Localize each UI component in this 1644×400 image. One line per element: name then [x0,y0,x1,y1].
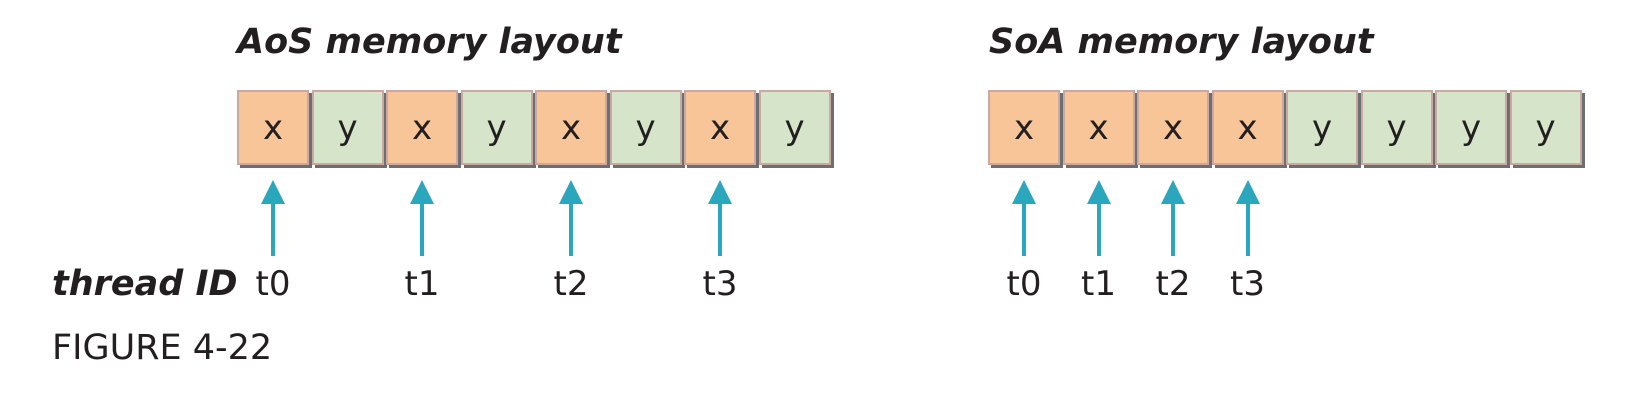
aos-thread-id: t3 [702,264,738,304]
soa-title: SoA memory layout [989,22,1374,62]
figure-caption: FIGURE 4-22 [52,328,273,368]
soa-cell-y: y [1286,90,1358,165]
soa-thread-id: t2 [1155,264,1191,304]
soa-cell-x: x [1137,90,1209,165]
soa-thread-arrow-t2 [1161,180,1185,256]
aos-cell-x: x [684,90,756,165]
soa-thread-arrow-t3 [1235,180,1260,256]
aos-thread-id: t2 [553,264,589,304]
aos-cell-x: x [535,90,607,165]
soa-cell-x: x [1062,90,1135,165]
aos-cell-y: y [609,90,682,165]
soa-thread-arrow-t1 [1086,180,1111,256]
aos-cell-x: x [237,90,309,165]
aos-thread-id: t0 [255,264,291,304]
soa-cell-x: x [1211,90,1284,165]
soa-thread-id: t3 [1230,264,1265,304]
soa-thread-id: t1 [1081,264,1116,304]
soa-cell-y: y [1435,90,1507,165]
soa-cell-x: x [988,90,1060,165]
soa-cell-y: y [1509,90,1582,165]
aos-thread-arrow-t0 [261,180,285,256]
soa-cell-y: y [1360,90,1433,165]
aos-thread-id: t1 [404,264,440,304]
soa-thread-id: t0 [1006,264,1042,304]
aos-title: AoS memory layout [237,22,622,62]
soa-thread-arrow-t0 [1012,180,1036,256]
aos-cell-y: y [758,90,831,165]
thread-id-label: thread ID [52,264,238,304]
aos-cell-y: y [460,90,533,165]
aos-thread-arrow-t2 [559,180,583,256]
aos-cell-x: x [386,90,458,165]
aos-thread-arrow-t3 [708,180,732,256]
aos-thread-arrow-t1 [410,180,434,256]
aos-cell-y: y [311,90,384,165]
